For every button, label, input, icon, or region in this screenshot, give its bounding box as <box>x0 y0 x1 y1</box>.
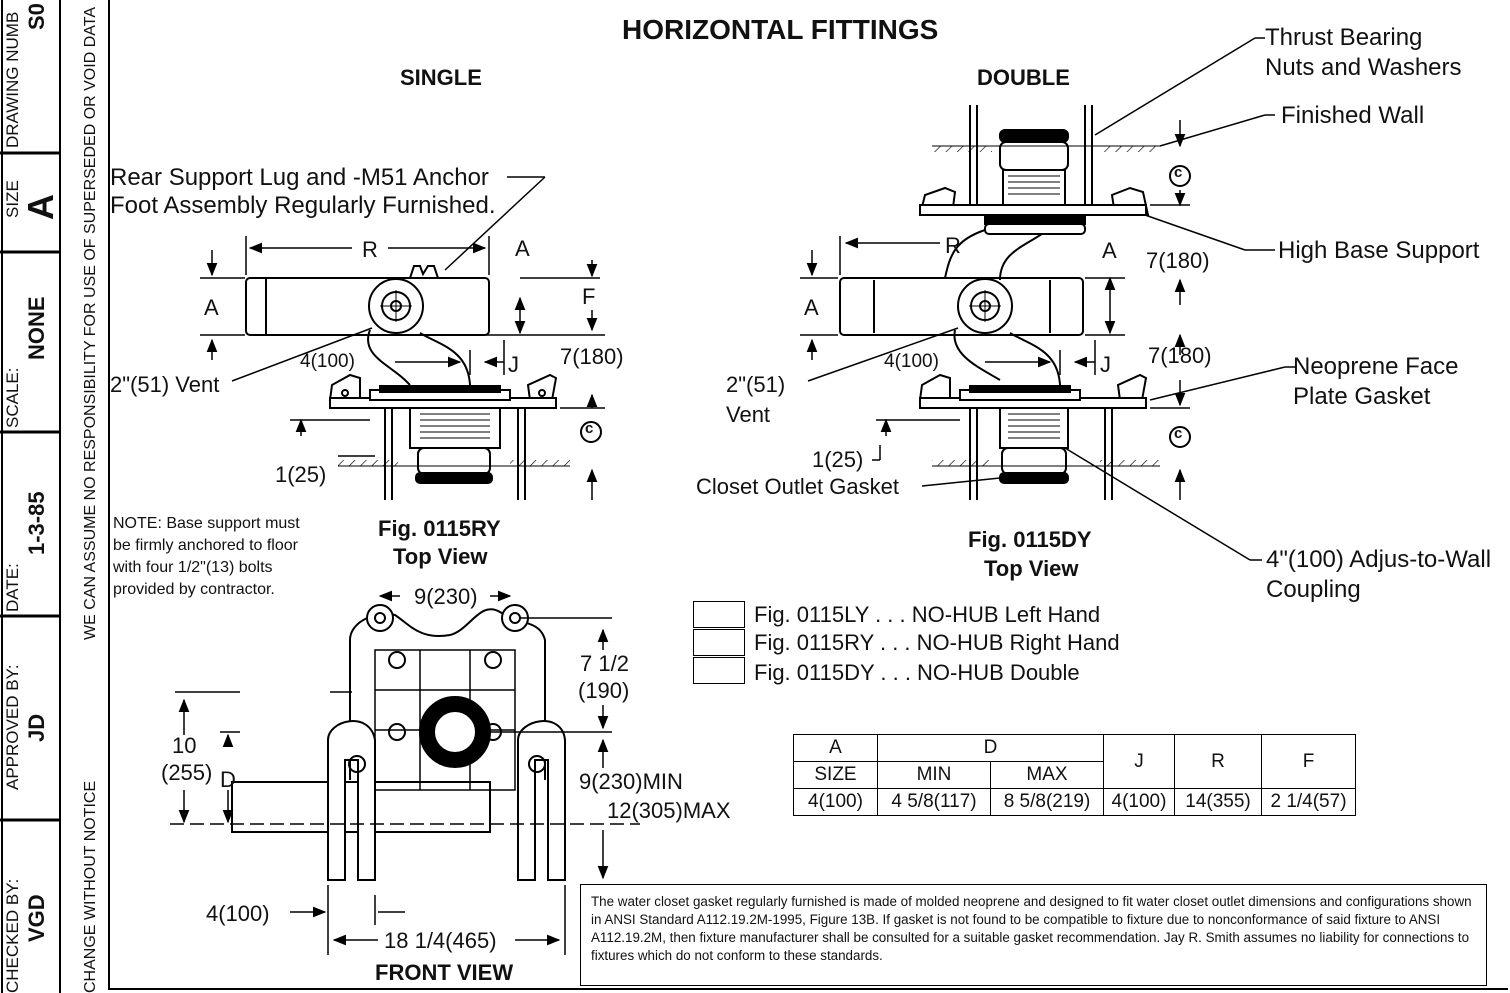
vent-single-label: 2"(51) Vent <box>110 372 220 397</box>
drawing-frame <box>108 0 1508 990</box>
front-view-label: FRONT VIEW <box>375 960 514 985</box>
table-header-min: MIN <box>877 761 991 789</box>
finished-wall-label: Finished Wall <box>1281 102 1425 129</box>
copyright-double-lower: c <box>1174 425 1183 442</box>
table-cell-a: 4(100) <box>793 788 878 816</box>
single-label: SINGLE <box>400 65 482 90</box>
dim-7-180-double-upper: 7(180) <box>1146 248 1210 273</box>
note-line-3: with four 1/2"(13) bolts <box>113 559 273 576</box>
dim-a-double-right: A <box>1102 238 1117 263</box>
drawing-title: HORIZONTAL FITTINGS <box>622 14 939 45</box>
table-header-d: D <box>877 734 1104 762</box>
fig-single-subtitle: Top View <box>393 544 488 569</box>
thrust-bearing-label-1: Thrust Bearing <box>1265 24 1423 51</box>
dim-12-max: 12(305)MAX <box>607 798 731 823</box>
dim-9-min: 9(230)MIN <box>579 769 683 794</box>
dim-9-230: 9(230) <box>414 584 478 609</box>
closet-gasket-label: Closet Outlet Gasket <box>696 474 899 499</box>
dim-a-single-left: A <box>204 295 219 320</box>
vent-double-label-1: 2"(51) <box>726 372 786 397</box>
coupling-label-2: Coupling <box>1266 576 1361 603</box>
coupling-label-1: 4"(100) Adjus-to-Wall <box>1266 546 1492 573</box>
dim-d-front: D <box>220 767 236 792</box>
legend-swatch-left-hand <box>693 601 745 628</box>
dim-1-25-single: 1(25) <box>275 462 327 487</box>
double-label: DOUBLE <box>977 65 1070 90</box>
dim-r-double: R <box>945 233 961 258</box>
table-header-f: F <box>1261 734 1356 789</box>
dim-j-single: J <box>508 352 519 377</box>
fig-double-title: Fig. 0115DY <box>968 527 1092 552</box>
dim-1-25-double: 1(25) <box>812 447 864 472</box>
neoprene-label-1: Neoprene Face <box>1293 353 1459 380</box>
dim-10-2: (255) <box>161 760 213 785</box>
single-top-view <box>245 265 570 500</box>
dimension-table: A D J R F SIZE MIN MAX 4(100) 4 5/8(117)… <box>793 734 1356 816</box>
thrust-bearing-label-2: Nuts and Washers <box>1265 54 1462 81</box>
dim-18-quarter: 18 1/4(465) <box>384 928 497 953</box>
table-header-size: SIZE <box>793 761 878 789</box>
title-block-grid <box>0 0 61 993</box>
vent-double-label-2: Vent <box>726 402 771 427</box>
legend-item-right-hand: Fig. 0115RY . . . NO-HUB Right Hand <box>754 630 1120 655</box>
copyright-marks <box>580 165 1191 448</box>
dim-f-single: F <box>582 284 596 309</box>
dim-7-half-2: (190) <box>578 678 630 703</box>
table-header-j: J <box>1103 734 1175 789</box>
table-header-max: MAX <box>990 761 1104 789</box>
legend-swatch-right-hand <box>693 629 745 656</box>
rear-support-label-1: Rear Support Lug and -M51 Anchor <box>110 164 489 191</box>
note-line-2: be firmly anchored to floor <box>113 537 298 554</box>
note-line-4: provided by contractor. <box>113 581 275 598</box>
table-header-a: A <box>793 734 878 762</box>
gasket-disclaimer: The water closet gasket regularly furnis… <box>580 884 1487 986</box>
fig-double-subtitle: Top View <box>984 556 1079 581</box>
table-cell-d-max: 8 5/8(219) <box>990 788 1104 816</box>
dim-4-100-front: 4(100) <box>206 901 270 926</box>
table-cell-r: 14(355) <box>1174 788 1262 816</box>
title-block: DRAWING NUMB S0 SIZE A SCALE: NONE DATE:… <box>0 0 108 993</box>
dim-4-100-double: 4(100) <box>884 351 939 372</box>
legend-swatch-double <box>693 657 745 684</box>
table-header-r: R <box>1174 734 1262 789</box>
dim-4-100-single: 4(100) <box>300 351 355 372</box>
note-line-1: NOTE: Base support must <box>113 515 300 532</box>
neoprene-label-2: Plate Gasket <box>1293 383 1431 410</box>
dim-10-1: 10 <box>172 733 197 758</box>
table-cell-j: 4(100) <box>1103 788 1175 816</box>
front-view <box>231 604 566 881</box>
legend-item-left-hand: Fig. 0115LY . . . NO-HUB Left Hand <box>754 602 1101 627</box>
table-cell-f: 2 1/4(57) <box>1261 788 1356 816</box>
high-base-support-label: High Base Support <box>1278 237 1480 264</box>
table-row: 4(100) 4 5/8(117) 8 5/8(219) 4(100) 14(3… <box>793 788 1356 816</box>
dim-a-single-right: A <box>515 236 530 261</box>
dim-7-half-1: 7 1/2 <box>580 651 629 676</box>
dim-7-180-double-lower: 7(180) <box>1148 343 1212 368</box>
legend-item-double: Fig. 0115DY . . . NO-HUB Double <box>754 660 1080 685</box>
table-cell-d-min: 4 5/8(117) <box>877 788 991 816</box>
double-top-view <box>839 105 1160 500</box>
dim-7-180-single: 7(180) <box>560 344 624 369</box>
dim-j-double: J <box>1100 352 1111 377</box>
copyright-single: c <box>585 420 594 437</box>
rear-support-label-2: Foot Assembly Regularly Furnished. <box>110 192 496 219</box>
dim-r-single: R <box>362 237 378 262</box>
dim-a-double-left: A <box>804 295 819 320</box>
copyright-double-upper: c <box>1174 164 1183 181</box>
fig-single-title: Fig. 0115RY <box>378 516 501 541</box>
